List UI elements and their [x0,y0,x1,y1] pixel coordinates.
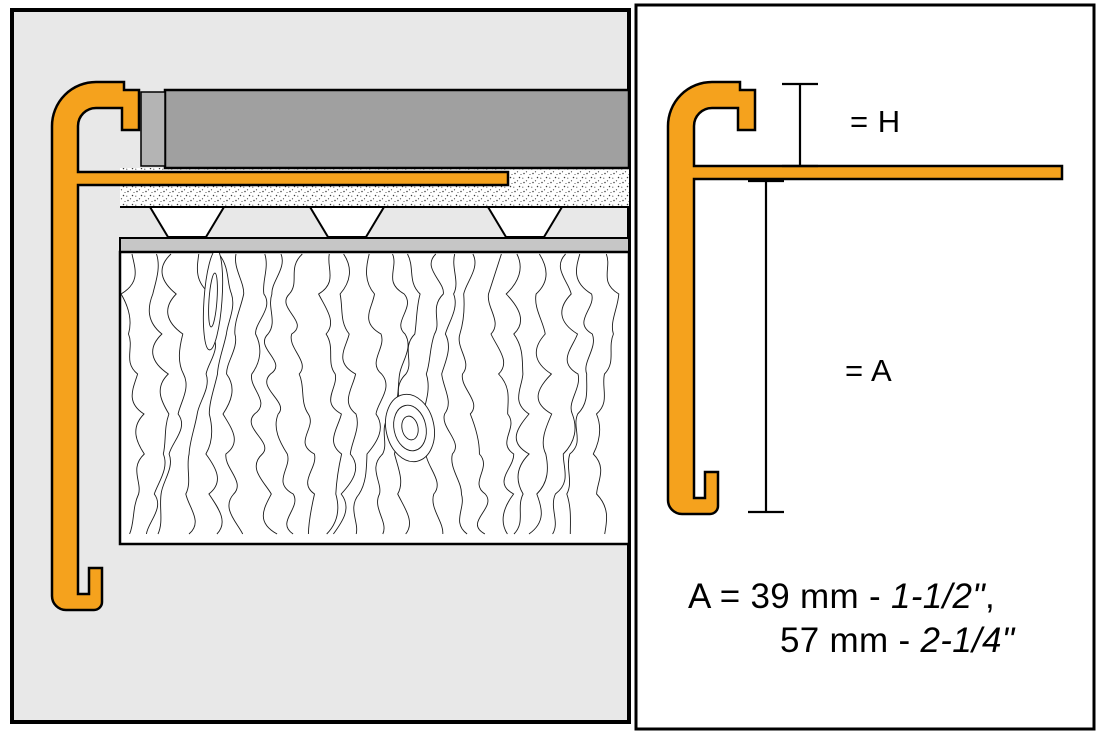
wood-knots [202,253,435,463]
grout-joint [140,91,166,167]
wood-grain-line [422,253,444,535]
wood-grain-line [353,253,387,535]
wood-grain-line [121,253,145,535]
membrane-base-strip [119,237,630,253]
wood-grain-line [222,253,245,535]
wood-knot [385,393,435,463]
wood-grain-line [157,253,187,535]
right-panel [634,3,1096,731]
spec-line2-regular: 57 mm - [780,621,920,660]
wood-grain-line [394,253,421,535]
wood-grain-line [488,253,515,535]
profile-installed [50,80,510,612]
wood-grain-line [318,253,343,535]
h-dim-label: = H [850,104,901,139]
a-dim-label: = A [845,353,892,388]
wood-grain-line [250,253,278,535]
spec-line-2: 57 mm - 2-1/4" [780,621,1016,660]
wood-grain-line [592,253,620,535]
wood-grain-line [566,253,594,535]
wood-grain-line [264,253,296,535]
spec-line-1: A = 39 mm - 1-1/2", [688,577,995,616]
wood-knot [202,253,224,351]
wood-grain-line [145,253,170,535]
wood-grain-line [441,253,468,535]
wood-grain-line [205,253,234,535]
wood-grain [121,253,620,535]
tile [163,88,631,170]
wood-grain-line [285,253,316,535]
dimension-a [748,179,784,514]
wood-grain-line [552,253,580,535]
wood-grain-line [505,253,530,535]
wood-grain-line [333,253,358,535]
spec-line2-italic: 2-1/4" [919,621,1015,660]
wood-grain-line [458,253,489,535]
spec-line1-italic: 1-1/2" [891,577,986,616]
profile-outline [666,80,1064,516]
spec-line1-regular: A = 39 mm - [688,577,891,616]
wood-grain-line [528,253,553,535]
spec-line1-tail: , [985,577,995,616]
dimension-h [782,82,818,168]
